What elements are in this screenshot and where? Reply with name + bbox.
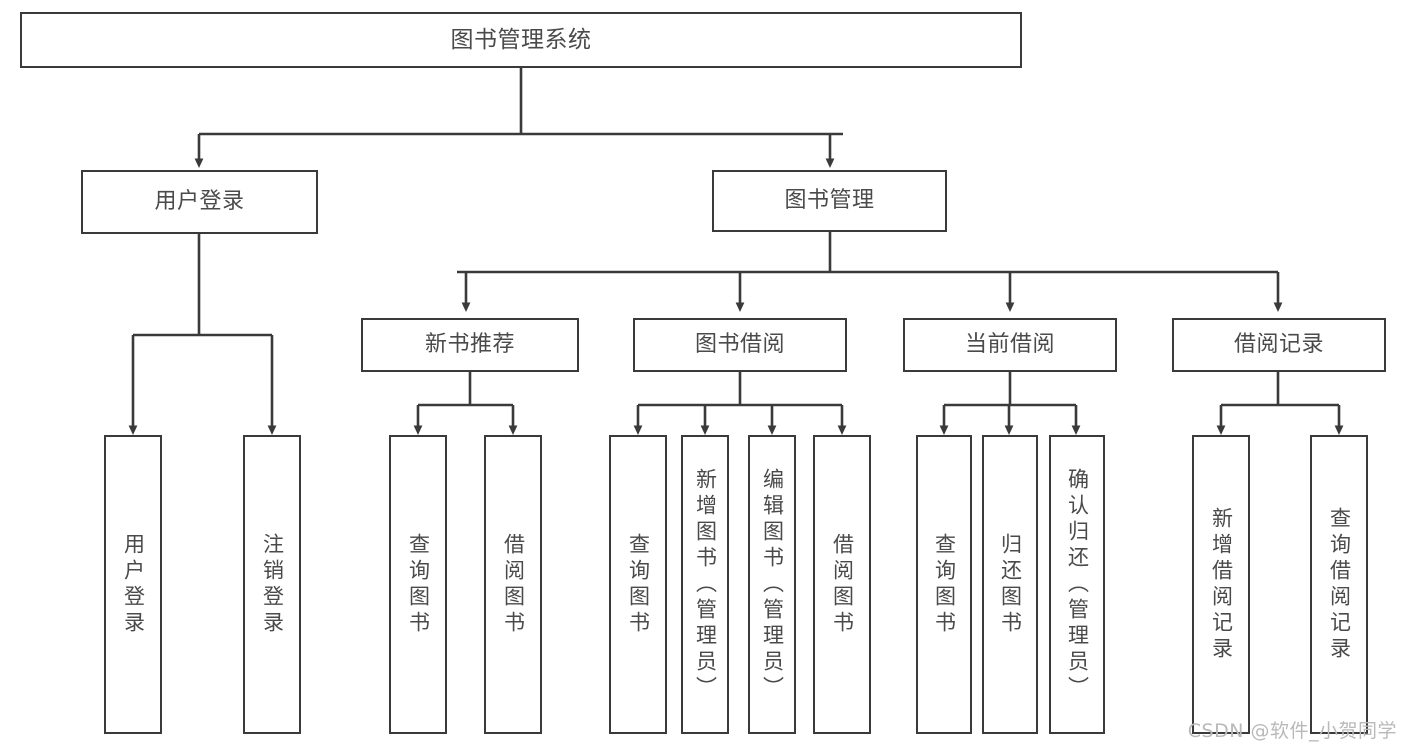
node-leaf-add-book[interactable]: 新增图书（管理员） <box>681 435 729 734</box>
node-leaf-borrow-book-2-label: 借阅图书 <box>830 532 855 637</box>
node-leaf-user-login-label: 用户登录 <box>121 532 146 637</box>
node-borrow-record[interactable]: 借阅记录 <box>1172 318 1386 372</box>
node-leaf-add-book-label: 新增图书（管理员） <box>693 467 718 702</box>
node-leaf-return-book[interactable]: 归还图书 <box>982 435 1038 734</box>
watermark: CSDN @软件_小贺同学 <box>1187 720 1397 742</box>
node-new-book-recommend[interactable]: 新书推荐 <box>361 318 579 372</box>
node-book-borrow[interactable]: 图书借阅 <box>633 318 847 372</box>
node-leaf-edit-book[interactable]: 编辑图书（管理员） <box>748 435 796 734</box>
node-leaf-query-record-label: 查询借阅记录 <box>1327 506 1352 663</box>
node-leaf-edit-book-label: 编辑图书（管理员） <box>760 467 785 702</box>
node-leaf-borrow-book-2[interactable]: 借阅图书 <box>813 435 871 734</box>
node-book-management[interactable]: 图书管理 <box>712 170 947 232</box>
node-book-management-label: 图书管理 <box>784 188 875 214</box>
node-leaf-query-record[interactable]: 查询借阅记录 <box>1310 435 1368 734</box>
node-leaf-query-book-1[interactable]: 查询图书 <box>389 435 447 734</box>
node-leaf-borrow-book-1-label: 借阅图书 <box>501 532 526 637</box>
node-root[interactable]: 图书管理系统 <box>20 12 1022 68</box>
node-book-borrow-label: 图书借阅 <box>694 332 785 358</box>
node-leaf-borrow-book-1[interactable]: 借阅图书 <box>484 435 542 734</box>
node-leaf-logout[interactable]: 注销登录 <box>243 435 301 734</box>
node-user-login-label: 用户登录 <box>154 189 245 215</box>
node-leaf-query-book-3[interactable]: 查询图书 <box>916 435 972 734</box>
node-leaf-add-record-label: 新增借阅记录 <box>1209 506 1234 663</box>
node-user-login[interactable]: 用户登录 <box>81 170 318 234</box>
node-leaf-return-book-label: 归还图书 <box>998 532 1023 637</box>
node-leaf-query-book-2-label: 查询图书 <box>626 532 651 637</box>
node-leaf-confirm-return[interactable]: 确认归还（管理员） <box>1049 435 1105 734</box>
node-new-book-recommend-label: 新书推荐 <box>424 332 515 358</box>
node-leaf-logout-label: 注销登录 <box>260 532 285 637</box>
node-leaf-confirm-return-label: 确认归还（管理员） <box>1065 467 1090 702</box>
node-leaf-query-book-2[interactable]: 查询图书 <box>609 435 667 734</box>
node-borrow-record-label: 借阅记录 <box>1233 332 1324 358</box>
node-leaf-query-book-3-label: 查询图书 <box>932 532 957 637</box>
node-current-borrow-label: 当前借阅 <box>964 332 1055 358</box>
node-root-label: 图书管理系统 <box>450 26 592 53</box>
node-leaf-query-book-1-label: 查询图书 <box>406 532 431 637</box>
node-current-borrow[interactable]: 当前借阅 <box>903 318 1117 372</box>
node-leaf-user-login[interactable]: 用户登录 <box>104 435 162 734</box>
node-leaf-add-record[interactable]: 新增借阅记录 <box>1192 435 1250 734</box>
